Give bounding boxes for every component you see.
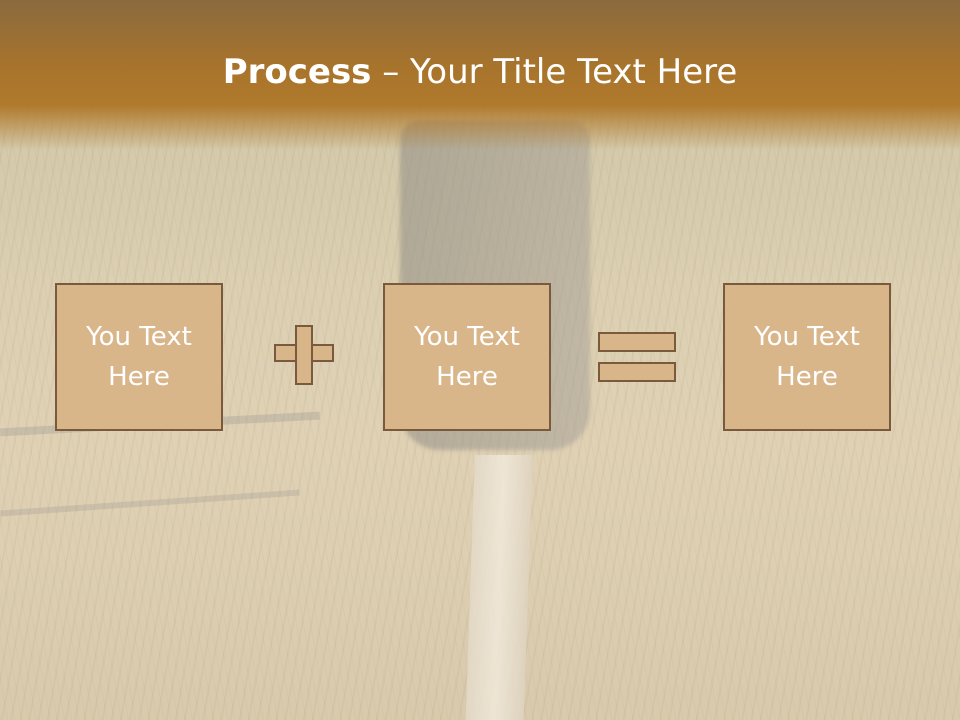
title-bold: Process [222,52,372,92]
process-box-2[interactable]: You Text Here [383,283,551,431]
title-rest: – Your Title Text Here [371,52,738,92]
slide-title[interactable]: Process – Your Title Text Here [0,52,960,92]
box-text: You Text Here [754,322,860,392]
result-box[interactable]: You Text Here [723,283,891,431]
box-text: You Text Here [414,322,520,392]
title-bar [0,0,960,150]
box-text: You Text Here [86,322,192,392]
process-box-1[interactable]: You Text Here [55,283,223,431]
